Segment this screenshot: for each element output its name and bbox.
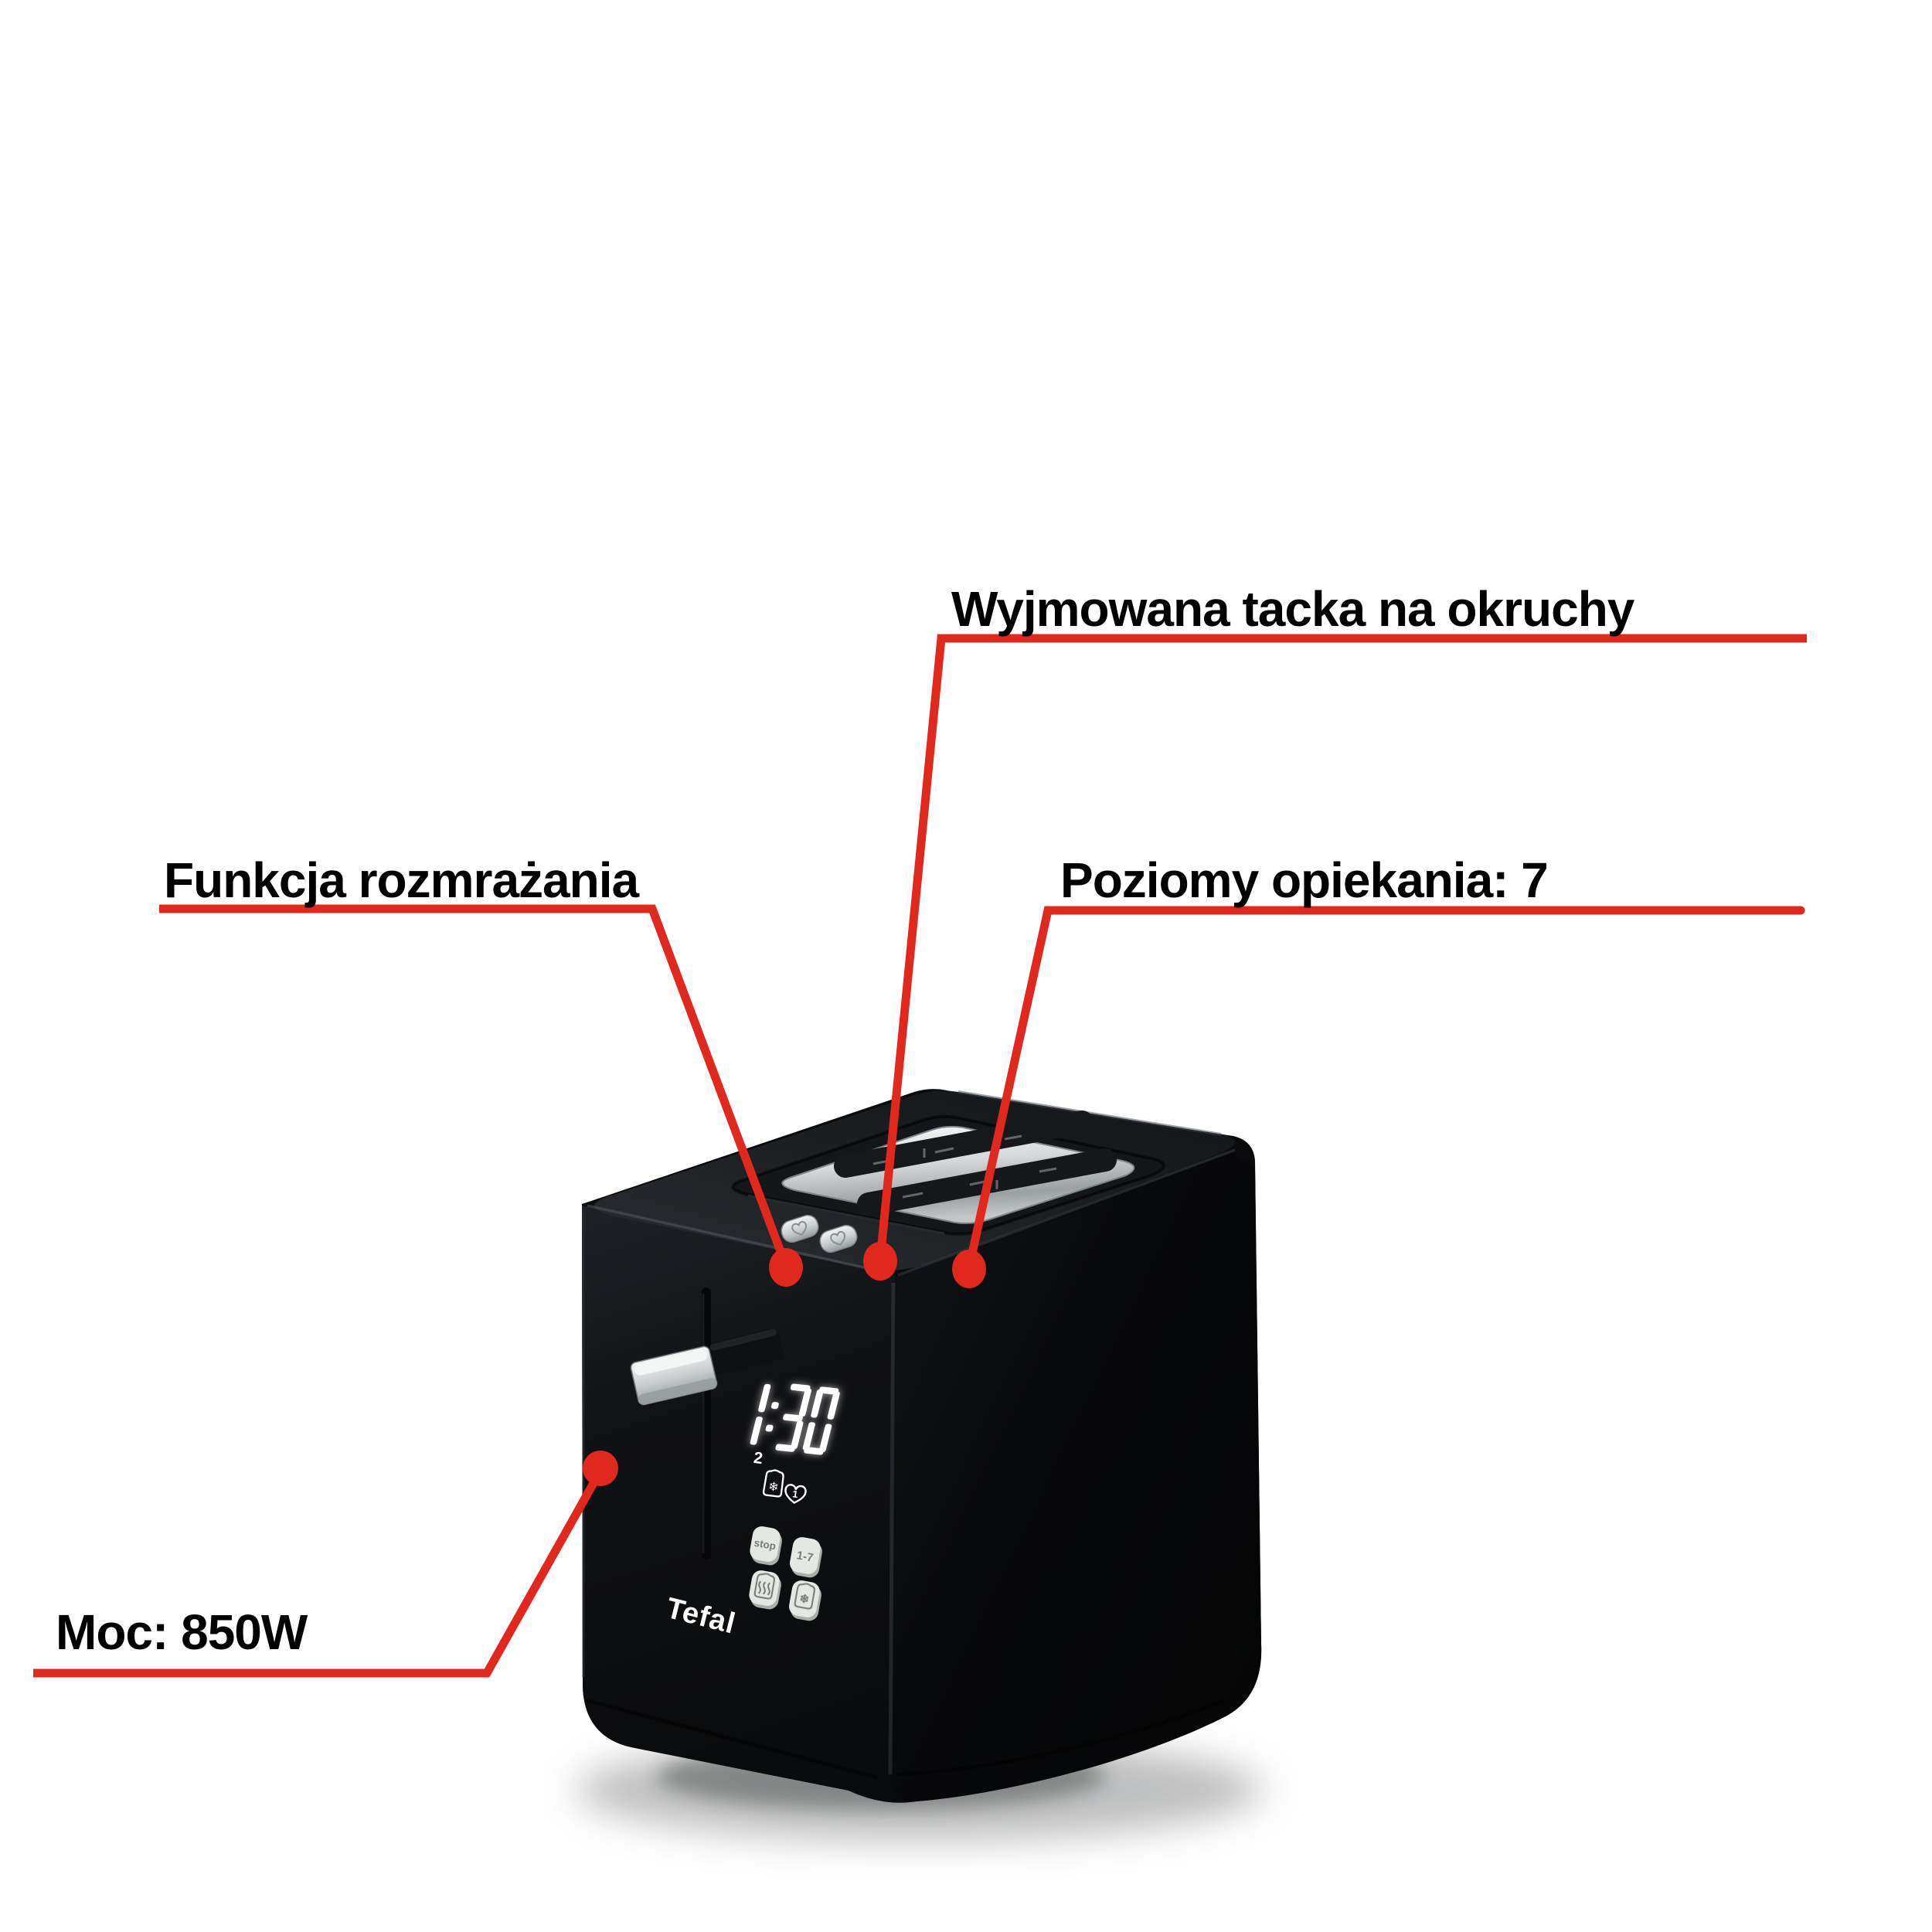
callout-line-defrost [159, 904, 791, 1267]
callout-dot-browning [952, 1250, 986, 1288]
label-browning-levels: Poziomy opiekania: 7 [1060, 852, 1549, 908]
digital-display: 2 ❄ 1 [750, 1383, 840, 1504]
heart-icon [791, 1220, 808, 1236]
browning-slider [630, 1287, 784, 1560]
bread-slot-back [834, 1111, 1094, 1178]
front-rim-highlight [587, 1204, 882, 1273]
recess-rim-highlight [747, 1194, 945, 1235]
bread-icon [794, 1583, 815, 1610]
reheat-button [749, 1570, 781, 1610]
control-buttons: stop 1-7 [749, 1526, 822, 1621]
callout-dot-crumb-tray [863, 1242, 897, 1281]
favorite-icon: 1 [784, 1484, 807, 1504]
slider-knob [630, 1345, 718, 1406]
front-side-seam [888, 1282, 896, 1775]
right-rim-highlight [897, 1148, 1236, 1277]
lift-button-left [781, 1214, 819, 1243]
callout-dot-defrost [769, 1248, 803, 1287]
heart-icon [830, 1230, 846, 1246]
front-base-seam [585, 1698, 878, 1780]
label-defrost-function: Funkcja rozmrażania [164, 852, 639, 908]
reheat-icon [753, 1573, 775, 1600]
seven-segment-time [750, 1383, 840, 1455]
snowflake-icon: ❄ [798, 1592, 810, 1607]
callout-lines [33, 634, 1807, 1678]
side-base-seam [896, 1698, 1226, 1777]
callout-dots [583, 906, 1805, 1486]
callout-line-power [33, 1468, 604, 1678]
callout-line-crumb-tray [876, 634, 1807, 1260]
slider-arm [709, 1328, 784, 1375]
levels-button-label: 1-7 [795, 1549, 814, 1565]
slice-count: 2 [753, 1449, 764, 1468]
callout-dot-power [583, 1451, 618, 1486]
stop-button: stop [750, 1526, 782, 1566]
label-power: Moc: 850W [56, 1604, 308, 1660]
defrost-indicator-icon: ❄ [762, 1469, 784, 1498]
side-face [889, 1153, 1262, 1802]
label-crumb-tray: Wyjmowana tacka na okruchy [951, 581, 1634, 637]
levels-button: 1-7 [790, 1537, 822, 1578]
lift-button-right [819, 1224, 858, 1253]
favorite-number: 1 [791, 1488, 798, 1500]
callout-line-browning [964, 906, 1801, 1269]
snowflake-icon: ❄ [767, 1480, 779, 1495]
browning-line-endcap [1796, 906, 1805, 915]
toaster-body: 2 ❄ 1 stop [582, 1089, 1262, 1803]
defrost-button: ❄ [789, 1580, 821, 1621]
stop-button-label: stop [753, 1537, 777, 1553]
display-indicators: 2 ❄ 1 [753, 1449, 807, 1504]
front-face [582, 1206, 895, 1794]
slot-guard-wires [872, 1134, 1057, 1199]
